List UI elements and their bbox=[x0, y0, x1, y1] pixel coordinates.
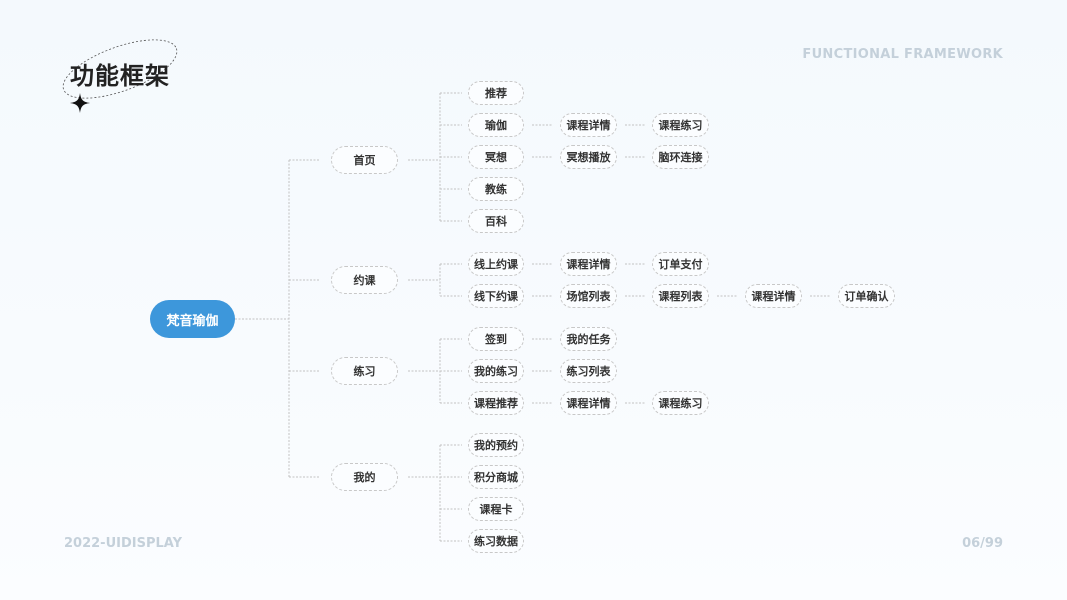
category-node[interactable]: 首页 bbox=[331, 146, 398, 174]
node-label: 课程列表 bbox=[658, 290, 703, 303]
node-label: 百科 bbox=[485, 215, 507, 228]
flow-step-node[interactable]: 课程练习 bbox=[652, 391, 709, 415]
header-subtitle: FUNCTIONAL FRAMEWORK bbox=[802, 47, 1003, 62]
flow-step-node[interactable]: 我的任务 bbox=[560, 327, 617, 351]
sparkle-star-icon bbox=[70, 93, 90, 113]
node-label: 课程练习 bbox=[658, 119, 703, 132]
node-label: 课程详情 bbox=[566, 397, 611, 410]
flow-step-node[interactable]: 课程练习 bbox=[652, 113, 709, 137]
root-node[interactable]: 梵音瑜伽 bbox=[150, 300, 235, 338]
node-label: 课程详情 bbox=[566, 258, 611, 271]
node-label: 练习数据 bbox=[474, 535, 518, 548]
node-label: 课程练习 bbox=[658, 397, 703, 410]
node-label: 教练 bbox=[485, 183, 507, 196]
flow-step-node[interactable]: 冥想播放 bbox=[560, 145, 617, 169]
feature-node[interactable]: 课程推荐 bbox=[468, 391, 524, 415]
node-label: 线下约课 bbox=[474, 290, 518, 303]
feature-node[interactable]: 推荐 bbox=[468, 81, 524, 105]
node-label: 课程详情 bbox=[566, 119, 611, 132]
category-node[interactable]: 约课 bbox=[331, 266, 398, 294]
flow-step-node[interactable]: 课程详情 bbox=[560, 391, 617, 415]
page-number: 06/99 bbox=[962, 536, 1003, 551]
node-label: 我的预约 bbox=[474, 439, 518, 452]
feature-node[interactable]: 我的预约 bbox=[468, 433, 524, 457]
flow-step-node[interactable]: 订单确认 bbox=[838, 284, 895, 308]
feature-node[interactable]: 线下约课 bbox=[468, 284, 524, 308]
feature-node[interactable]: 积分商城 bbox=[468, 465, 524, 489]
node-label: 冥想 bbox=[485, 151, 507, 164]
page-title: 功能框架 bbox=[70, 62, 170, 90]
node-label: 课程推荐 bbox=[474, 397, 518, 410]
node-label: 首页 bbox=[353, 154, 376, 167]
category-node[interactable]: 练习 bbox=[331, 357, 398, 385]
node-label: 签到 bbox=[485, 333, 507, 346]
footer-brand: 2022-UIDISPLAY bbox=[64, 536, 183, 551]
node-label: 脑环连接 bbox=[658, 151, 703, 164]
flow-step-node[interactable]: 课程详情 bbox=[745, 284, 802, 308]
node-label: 订单确认 bbox=[844, 290, 889, 303]
node-label: 瑜伽 bbox=[485, 119, 507, 132]
node-label: 练习列表 bbox=[566, 365, 611, 378]
feature-node[interactable]: 百科 bbox=[468, 209, 524, 233]
feature-node[interactable]: 签到 bbox=[468, 327, 524, 351]
node-label: 约课 bbox=[353, 274, 376, 287]
node-label: 订单支付 bbox=[658, 258, 703, 271]
node-label: 我的 bbox=[353, 471, 376, 484]
flow-step-node[interactable]: 场馆列表 bbox=[560, 284, 617, 308]
node-label: 推荐 bbox=[485, 87, 507, 100]
node-label: 线上约课 bbox=[474, 258, 518, 271]
feature-node[interactable]: 课程卡 bbox=[468, 497, 524, 521]
feature-node[interactable]: 线上约课 bbox=[468, 252, 524, 276]
feature-node[interactable]: 瑜伽 bbox=[468, 113, 524, 137]
node-label: 练习 bbox=[353, 365, 376, 378]
node-label: 我的任务 bbox=[566, 333, 611, 346]
flow-step-node[interactable]: 订单支付 bbox=[652, 252, 709, 276]
node-label: 梵音瑜伽 bbox=[166, 313, 219, 329]
node-label: 积分商城 bbox=[474, 471, 518, 484]
node-label: 场馆列表 bbox=[566, 290, 611, 303]
flow-step-node[interactable]: 课程列表 bbox=[652, 284, 709, 308]
flow-step-node[interactable]: 课程详情 bbox=[560, 113, 617, 137]
node-label: 课程卡 bbox=[479, 503, 513, 516]
node-label: 我的练习 bbox=[474, 365, 518, 378]
node-label: 冥想播放 bbox=[566, 151, 611, 164]
feature-node[interactable]: 教练 bbox=[468, 177, 524, 201]
feature-node[interactable]: 练习数据 bbox=[468, 529, 524, 553]
node-label: 课程详情 bbox=[751, 290, 796, 303]
category-node[interactable]: 我的 bbox=[331, 463, 398, 491]
flow-step-node[interactable]: 课程详情 bbox=[560, 252, 617, 276]
feature-node[interactable]: 冥想 bbox=[468, 145, 524, 169]
flow-step-node[interactable]: 练习列表 bbox=[560, 359, 617, 383]
feature-node[interactable]: 我的练习 bbox=[468, 359, 524, 383]
flow-step-node[interactable]: 脑环连接 bbox=[652, 145, 709, 169]
